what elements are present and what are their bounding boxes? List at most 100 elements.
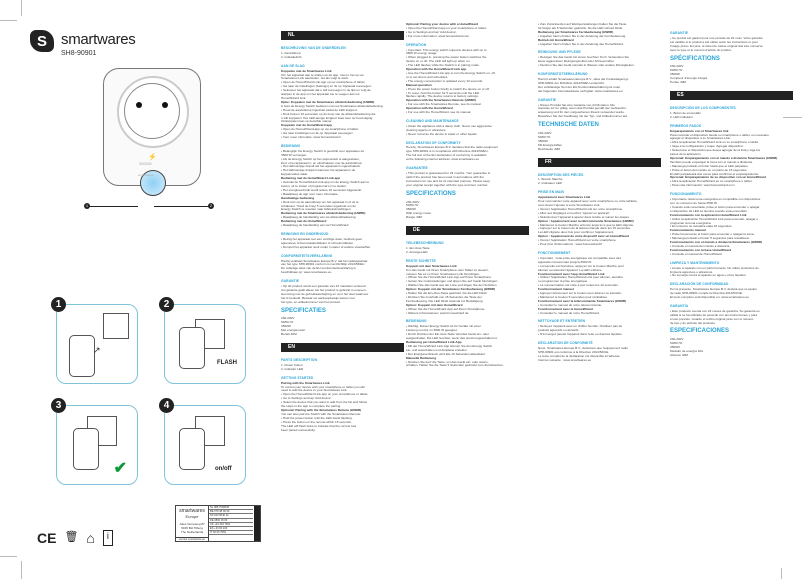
subsection-heading: Handmatige bediening	[281, 196, 315, 200]
text-line: • Ga naar instellingen en tik op 'Appara…	[281, 132, 354, 136]
language-section-header: DE	[406, 226, 529, 236]
text-line: • Dieses Produkt hat eine Garantie von 2…	[538, 103, 615, 107]
language-section-header: NL	[281, 31, 404, 40]
paragraph: • Zum Zurücksetzen auf Werkseinstellunge…	[538, 23, 661, 31]
text-line: • Consultez le manuel de votre télécomma…	[538, 303, 603, 307]
text-line: el dispositivo. El LED se ilumina cuando…	[670, 209, 748, 213]
crop-mark	[0, 20, 17, 21]
text-line: • Öffnen Sie die HomeWizard-App auf Ihre…	[406, 307, 486, 311]
section-heading: NETTOYAGE ET ENTRETIEN	[538, 319, 586, 324]
address-line: 5015 BH Tilburg	[181, 526, 203, 530]
text-line: • Mantenga pulsado el botón 5 segundos p…	[670, 237, 751, 241]
section-heading: DECLARATION OF CONFORMITY	[406, 140, 461, 145]
section-heading: BESCHRIJVING VAN DE ONDERDELEN	[281, 46, 346, 50]
subsection-heading: Opcional: Emparejamiento de su dispositi…	[670, 176, 766, 180]
subsection-heading: Funcionamiento manual	[670, 229, 706, 233]
text-line: el uso previsto. Guarde el recibo origin…	[670, 317, 754, 321]
text-line: valid if the product has been used in ac…	[406, 175, 484, 179]
subsection-heading: Option : Appairement de votre dispositif…	[538, 235, 629, 239]
paragraph: • Consulte el manual de HomeWizard.	[670, 253, 793, 257]
paragraph: • Use the HomeWizard Link app to turn th…	[406, 72, 529, 84]
subsection-heading: Fonctionnement manuel	[538, 288, 574, 292]
paragraph: • Press the power button briefly to swit…	[406, 88, 529, 100]
text-line: • Angaben hierzu finden Sie in der Anlei…	[538, 42, 624, 46]
text-line: Range 40M	[406, 216, 422, 220]
subsection-heading: Bedienung per HomeWizard Link-App	[406, 341, 462, 344]
label-address: Jules Verneweg 87 5015 BH Tilburg The Ne…	[176, 522, 208, 534]
paragraph: • Öffnen Sie die HomeWizard-App auf Ihre…	[406, 308, 529, 316]
text-line: schalten. Halten Sie die Taste 5 Sekunde…	[406, 364, 504, 368]
text-line: válida si se ha utilizado de acuerdo con…	[670, 313, 758, 317]
text-line: Fernbedienung. Die LED blinkt zweimal zu…	[406, 299, 484, 303]
subsection-heading: Operation with the Smartwares Remote (HW…	[406, 99, 476, 103]
text-line: To control your device with your smartph…	[281, 385, 365, 389]
text-line: El LED parpadeará dos veces para confirm…	[670, 172, 760, 176]
paragraph: • Utilisez l'application HomeWizard Link…	[538, 276, 661, 288]
subsection-heading: Bediening met de HomeWizard	[281, 220, 327, 224]
text-line: • This product is guaranteed for 24 mont…	[406, 172, 491, 175]
text-line: El texto completo está disponible en: ww…	[670, 296, 749, 300]
flash-label: FLASH	[217, 360, 237, 366]
text-line: your original receipt together with the …	[406, 183, 489, 187]
text-line: • Never immerse the device in water or o…	[406, 132, 478, 136]
text-line: zetten, uit te zetten of programma's in …	[281, 185, 347, 188]
paragraph: • Raadpleeg de handleiding van uw afstan…	[281, 216, 404, 220]
text-line: Om het apparaat aan te sluiten op de app…	[281, 73, 364, 77]
callout-line	[154, 206, 209, 207]
paragraph: To control your device with your smartph…	[281, 386, 404, 409]
language-section-header: EN	[281, 343, 404, 352]
paragraph: • Nettoyez l'appareil avec un chiffon hu…	[538, 325, 661, 337]
text-line: beschikbaar op: www.smartwares.eu	[281, 271, 332, 275]
paragraph: You can also pair the Switch with the Sm…	[281, 413, 404, 433]
section-heading: DÉCLARATION DE CONFORMITÉ	[538, 341, 593, 346]
subsection-heading: Operation with the HomeWizard	[406, 107, 453, 111]
text-line: The full text of the EU declaration of c…	[406, 154, 487, 158]
subsection-heading: Optional: Pairing your device with a Hom…	[406, 23, 479, 26]
text-line: • Press the button on the remote within …	[281, 420, 352, 424]
text-line: • Druk kort op de aan/uitknop om het app…	[281, 200, 359, 204]
wall-outlet-icon	[103, 313, 129, 339]
text-line: für länger als 5 Sekunden gedrückt, bis …	[538, 26, 623, 30]
text-line: • Der Energieverbrauch wird alle 10 Seku…	[406, 352, 487, 356]
section-heading: BEDIENING	[281, 143, 301, 148]
text-line: • Gebruik de HomeWizard Link-app om de E…	[281, 181, 370, 185]
text-line: • Vaya a la configuración y toque 'Agreg…	[670, 145, 745, 149]
text-line: • Houd de aan/uitknop ingedrukt totdat d…	[281, 108, 358, 112]
text-line: • La consommation est mise à jour toutes…	[538, 284, 619, 288]
text-line: • Utilice la aplicación HomeWizard Link …	[670, 217, 759, 221]
paragraph: Por la presente, Smartwares Europe B.V. …	[670, 288, 793, 300]
text-line: Hiermit erklärt Smartwares Europe B.V., …	[538, 77, 629, 81]
text-line: de radio SH8-90901 cumple la Directiva 2…	[670, 292, 743, 296]
socket-ring	[124, 83, 180, 139]
power-button-led	[140, 170, 166, 196]
text-line: • Open the HomeWizard app on your smartp…	[406, 26, 487, 30]
paragraph: • Consultez le manuel de votre HomeWizar…	[538, 312, 661, 316]
section-heading: CLEANING AND MAINTENANCE	[406, 118, 459, 123]
crop-mark	[21, 561, 22, 579]
text-line: • Open de HomeWizard Link-app op uw smar…	[281, 81, 366, 85]
language-section-header: ES	[670, 90, 793, 100]
text-line: • Utilisez l'application HomeWizard Link…	[538, 276, 623, 280]
text-line: • Weitere Informationen: www.homewizard.…	[406, 311, 469, 315]
text-line: type SH8-90901 is in compliance with Dir…	[406, 150, 489, 154]
text-line: Reichweite 40M	[538, 147, 561, 151]
address-line: The Netherlands	[180, 530, 204, 534]
text-line: • Nettoyez l'appareil avec un chiffon hu…	[538, 325, 623, 329]
subsection-heading: Optie: Koppelen met de Smartwares afstan…	[281, 100, 375, 104]
device-front-label: smartwares	[138, 173, 154, 177]
section-heading: PRISE EN MAIN	[538, 190, 565, 195]
brand-name: smartwares	[61, 31, 136, 48]
text-line: • Druk binnen 15 seconden op de knop van…	[281, 112, 376, 116]
paragraph: Um das Gerät mit Ihrem Smartphone oder T…	[406, 269, 529, 289]
paragraph: Pour commander votre appareil avec votre…	[538, 200, 661, 220]
text-line: Smartwares Link aansluiten. Ga als volgt…	[281, 77, 349, 81]
text-line: • Durch Drücken der Ein-/Aus-Taste wird …	[406, 333, 489, 337]
text-line: • Gehen Sie zu Einstellungen und tippen …	[406, 280, 499, 284]
text-line: Bewahren Sie den Kaufbeleg mit der Typ- …	[538, 115, 628, 119]
text-line: • Lorsqu'elle est branchée, appuyez sur …	[538, 264, 624, 268]
callout-1: 1	[84, 203, 90, 209]
paragraph: U kunt de Energy Switch bedienen met uw …	[281, 105, 404, 125]
step-2-panel: 2 FLASH	[159, 297, 246, 384]
text-line: • Cuando está conectada, pulse el botón …	[670, 205, 760, 209]
